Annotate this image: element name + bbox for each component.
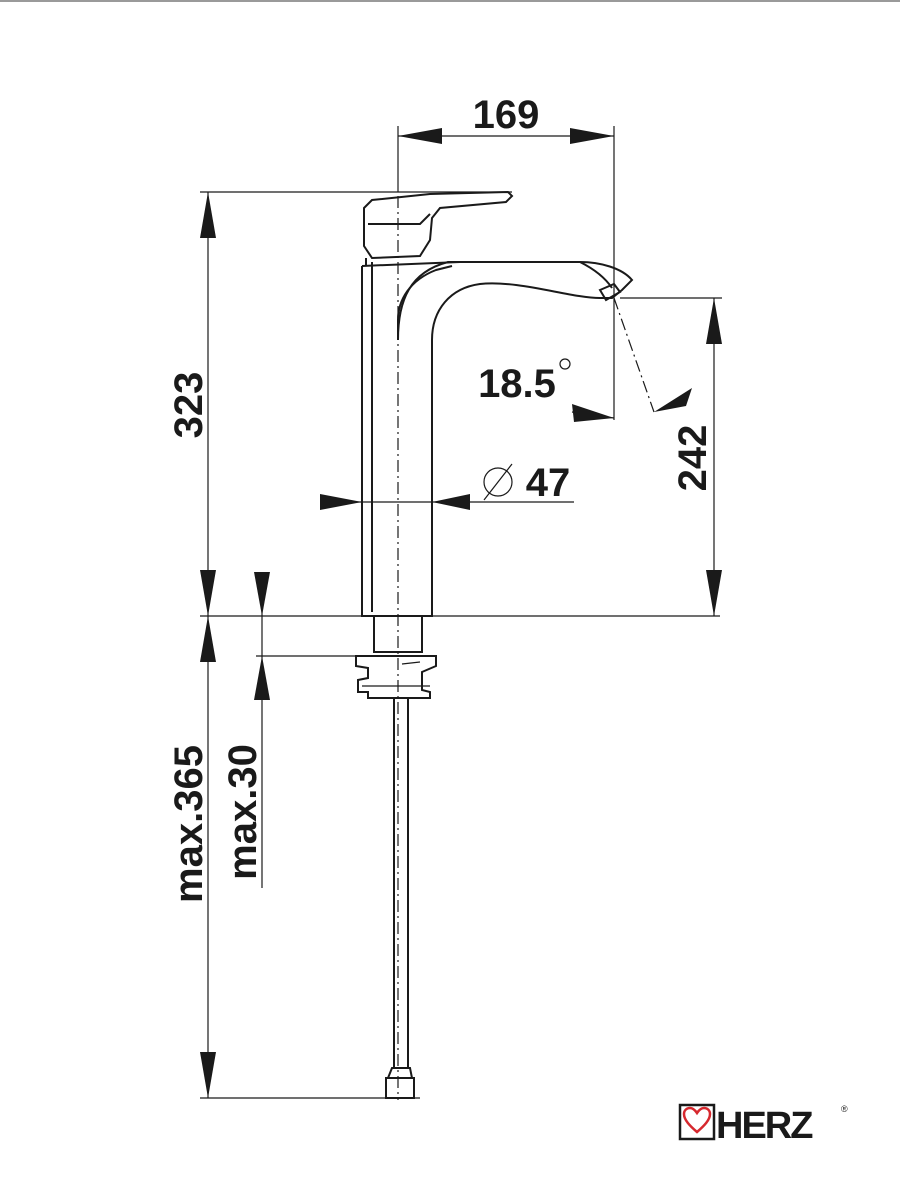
herz-logo: HERZ ® xyxy=(678,1103,848,1147)
dim-323-label: 323 xyxy=(167,372,211,439)
dimension-242: 242 xyxy=(620,297,722,616)
heart-in-square-icon xyxy=(682,1106,712,1134)
spout-inner-curve xyxy=(397,265,453,340)
dimension-169: 169 xyxy=(397,93,615,420)
lever-handle xyxy=(363,190,514,260)
dimension-max365: max.365 xyxy=(167,616,420,1099)
lever-handle-detail xyxy=(368,213,431,225)
hose-fitting xyxy=(385,1067,415,1099)
dimension-323: 323 xyxy=(167,191,512,616)
spray-line xyxy=(613,297,655,413)
dimension-diameter: 47 xyxy=(320,461,574,510)
brand-name: HERZ xyxy=(716,1105,813,1147)
dimension-angle: 18.5 xyxy=(478,358,692,422)
dim-47-label: 47 xyxy=(526,461,571,505)
dim-angle-label: 18.5 xyxy=(478,362,556,406)
aerator xyxy=(598,282,622,302)
dim-242-label: 242 xyxy=(671,425,715,492)
top-rule xyxy=(0,0,900,2)
dim-max30-label: max.30 xyxy=(221,744,265,880)
dim-max365-label: max.365 xyxy=(167,745,211,903)
dimension-max30: max.30 xyxy=(221,572,436,888)
mounting-nut xyxy=(355,655,437,699)
nut-detail xyxy=(401,661,421,665)
faucet-drawing xyxy=(355,190,655,1100)
spout xyxy=(397,261,634,341)
registered-mark: ® xyxy=(841,1104,848,1114)
diameter-circle xyxy=(483,467,513,497)
diameter-slash xyxy=(483,463,513,501)
degree-symbol xyxy=(559,358,571,370)
dim-169-label: 169 xyxy=(473,93,540,137)
